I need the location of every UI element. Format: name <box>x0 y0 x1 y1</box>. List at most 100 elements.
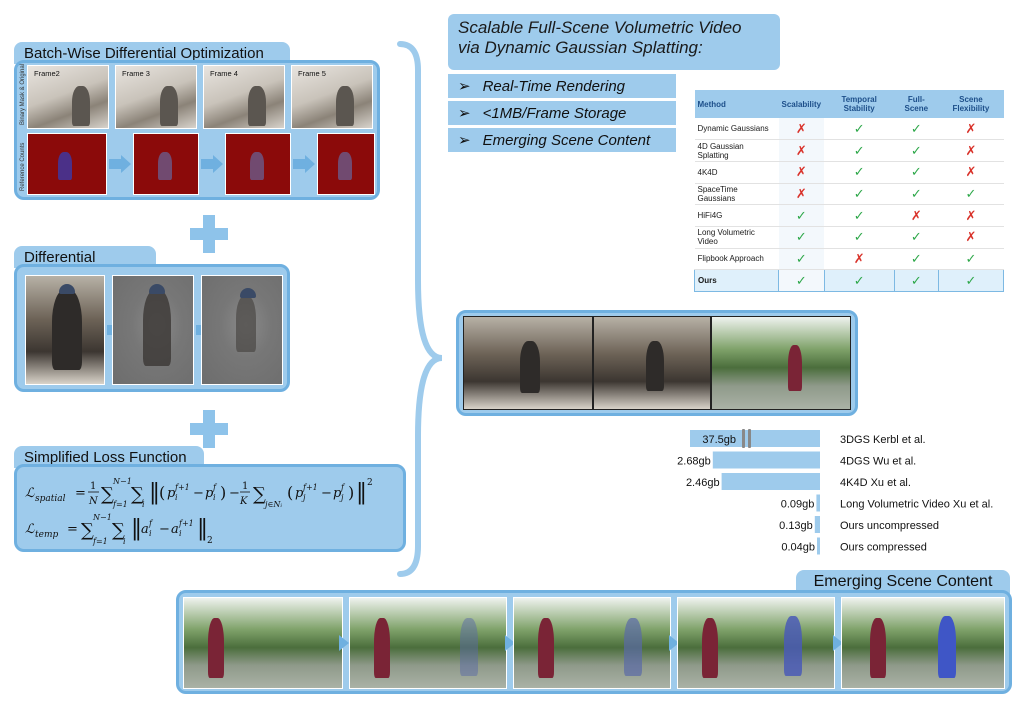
method-cell: Dynamic Gaussians <box>694 118 779 141</box>
render-view-outdoor <box>711 316 851 410</box>
bar-category-label: 3DGS Kerbl et al. <box>840 434 926 446</box>
person-figure <box>870 618 886 678</box>
mark-cell: ✓ <box>894 118 939 141</box>
svg-text:f: f <box>148 519 154 528</box>
cross-icon: ✗ <box>795 164 807 180</box>
frame-2-image: Frame2 <box>27 65 109 129</box>
main-title-line-2: via Dynamic Gaussian Splatting: <box>458 38 703 57</box>
check-icon: ✓ <box>910 142 922 158</box>
svg-text:∑: ∑ <box>112 520 125 541</box>
frame-4-image: Frame 4 <box>203 65 285 129</box>
header-method: Method <box>694 90 779 118</box>
loss-title: Simplified Loss Function <box>14 446 204 468</box>
check-icon: ✓ <box>853 272 865 288</box>
batch-panel: Binary Mask & Original Reference Counts … <box>14 60 380 200</box>
table-row: 4D Gaussian Splatting✗✓✓✗ <box>694 139 1004 162</box>
table-row: Long Volumetric Video✓✓✓✗ <box>694 226 1004 249</box>
feature-real-time: ➢Real-Time Rendering <box>448 74 676 98</box>
storage-bar <box>721 473 820 490</box>
check-icon: ✓ <box>910 120 922 136</box>
svg-text:−: − <box>321 486 332 501</box>
loss-equations: ℒ spatial = 1 N ∑ N−1 f=1 ∑ i ‖ ( p i f+… <box>25 477 373 546</box>
reference-count-3 <box>225 133 291 195</box>
bar-category-label: 4DGS Wu et al. <box>840 456 916 468</box>
person-figure <box>208 618 224 678</box>
feature-storage: ➢<1MB/Frame Storage <box>448 101 676 125</box>
feature-emerging: ➢Emerging Scene Content <box>448 128 676 152</box>
cap-icon <box>149 284 165 294</box>
mark-cell: ✓ <box>824 118 895 141</box>
emerging-frame-3 <box>513 597 671 689</box>
method-cell: 4D Gaussian Splatting <box>694 139 779 162</box>
arrow-right-head <box>339 635 349 651</box>
arrow-right <box>201 159 213 169</box>
svg-text:a: a <box>171 522 179 537</box>
svg-text:‖: ‖ <box>356 480 367 505</box>
check-icon: ✓ <box>853 120 865 136</box>
svg-text:i: i <box>213 493 216 502</box>
header-scene-flexibility: Scene Flexibility <box>938 90 1004 118</box>
curly-brace <box>397 41 443 577</box>
svg-text:∑: ∑ <box>253 484 266 505</box>
svg-text:∑: ∑ <box>81 520 94 541</box>
check-icon: ✓ <box>910 229 922 245</box>
bar-value-label: 0.13gb <box>779 520 813 532</box>
cross-icon: ✗ <box>795 120 807 136</box>
mark-cell: ✗ <box>824 248 895 271</box>
table-header-row: Method Scalability Temporal Stability Fu… <box>694 90 1004 118</box>
svg-text:f: f <box>340 483 346 492</box>
cross-icon: ✗ <box>910 207 922 223</box>
svg-text:): ) <box>220 483 226 502</box>
storage-bar <box>690 430 820 447</box>
check-icon: ✓ <box>795 272 807 288</box>
storage-bar <box>817 537 820 555</box>
render-view-kitchen-1 <box>463 316 593 410</box>
check-icon: ✓ <box>853 164 865 180</box>
bar-category-label: 4K4D Xu et al. <box>840 477 911 489</box>
table-row: HiFi4G✓✓✗✗ <box>694 204 1004 227</box>
mark-cell: ✓ <box>824 183 895 206</box>
mark-cell: ✓ <box>937 269 1005 292</box>
method-cell: Long Volumetric Video <box>694 226 779 249</box>
person-figure <box>336 86 354 126</box>
svg-text:N: N <box>88 496 99 507</box>
storage-frame-original <box>25 275 105 385</box>
arrow-right <box>109 159 121 169</box>
svg-text:spatial: spatial <box>35 494 66 504</box>
arrow-right-head <box>505 635 515 651</box>
person-figure <box>520 341 540 393</box>
emerging-person-figure <box>624 618 642 676</box>
person-figure <box>72 86 90 126</box>
storage-bar <box>712 451 820 469</box>
header-scalability: Scalability <box>778 90 825 118</box>
table-row: Flipbook Approach✓✗✓✓ <box>694 248 1004 271</box>
side-label-top: Binary Mask & Original <box>20 63 26 125</box>
check-icon: ✓ <box>853 185 865 201</box>
svg-text:−: − <box>193 486 204 501</box>
svg-text:−: − <box>229 486 240 501</box>
mark-cell: ✗ <box>894 204 939 227</box>
check-icon: ✓ <box>910 272 922 288</box>
mark-cell: ✓ <box>778 269 825 292</box>
bar-value-label: 0.04gb <box>781 542 815 554</box>
cross-icon: ✗ <box>965 229 977 245</box>
side-label-bottom: Reference Counts <box>20 142 26 191</box>
svg-text:∑: ∑ <box>131 484 144 505</box>
check-icon: ✓ <box>853 229 865 245</box>
check-icon: ✓ <box>910 185 922 201</box>
person-figure <box>248 86 266 126</box>
person-figure <box>236 296 256 352</box>
svg-text:N−1: N−1 <box>112 477 132 486</box>
count-blob <box>338 152 352 180</box>
cross-icon: ✗ <box>965 164 977 180</box>
method-cell: SpaceTime Gaussians <box>694 183 779 206</box>
cross-icon: ✗ <box>965 142 977 158</box>
check-icon: ✓ <box>853 142 865 158</box>
svg-text:(: ( <box>159 483 165 502</box>
svg-text:‖: ‖ <box>131 516 142 541</box>
mark-cell: ✗ <box>778 139 825 162</box>
svg-text:N−1: N−1 <box>92 513 112 522</box>
svg-text:p: p <box>167 486 176 501</box>
check-icon: ✓ <box>853 207 865 223</box>
table-row: Dynamic Gaussians✗✓✓✗ <box>694 118 1004 141</box>
